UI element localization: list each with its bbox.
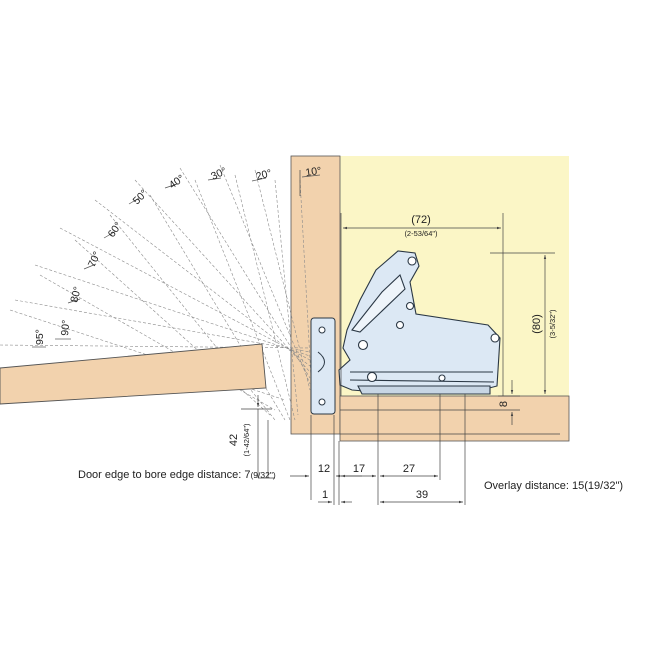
door-panel (0, 343, 267, 405)
angle-40-label: 40° (167, 173, 187, 192)
dim-27-label: 27 (403, 463, 415, 475)
angle-95-label: 95° (34, 329, 46, 345)
angle-50-label: 50° (131, 187, 151, 207)
angle-20-label: 20° (255, 167, 273, 183)
dimension-lines (241, 170, 560, 505)
door-edge-note: Door edge to bore edge distance: 7(9/32"… (78, 469, 276, 481)
angle-30-label: 30° (209, 165, 228, 183)
dim-12-label: 12 (318, 463, 330, 475)
dim-1-label: 1 (322, 489, 328, 501)
dim-8-label: 8 (498, 401, 510, 407)
dim-72-label: (72) (411, 214, 431, 226)
overlay-note: Overlay distance: 15(19/32") (484, 480, 623, 492)
door-edge-note-inch: (9/32") (250, 470, 275, 480)
dim-80-inch-label: (3-5/32") (548, 309, 557, 338)
dim-17-label: 17 (353, 463, 365, 475)
dim-80-label: (80) (531, 314, 543, 334)
angle-90-label: 90° (59, 319, 72, 336)
angle-60-label: 60° (106, 220, 125, 240)
dim-42-label: 42 (228, 434, 240, 446)
dim-42-inch-label: (1-42/64") (242, 423, 251, 457)
dim-39-label: 39 (416, 489, 428, 501)
angle-80-label: 80° (68, 285, 84, 303)
angle-10-label: 10° (305, 165, 322, 179)
hinge-mounting-plate (310, 317, 336, 415)
dim-72-inch-label: (2-53/64") (404, 229, 438, 238)
angle-ticks (32, 174, 321, 348)
hinge-arm (338, 250, 501, 395)
angle-70-label: 70° (86, 250, 104, 269)
